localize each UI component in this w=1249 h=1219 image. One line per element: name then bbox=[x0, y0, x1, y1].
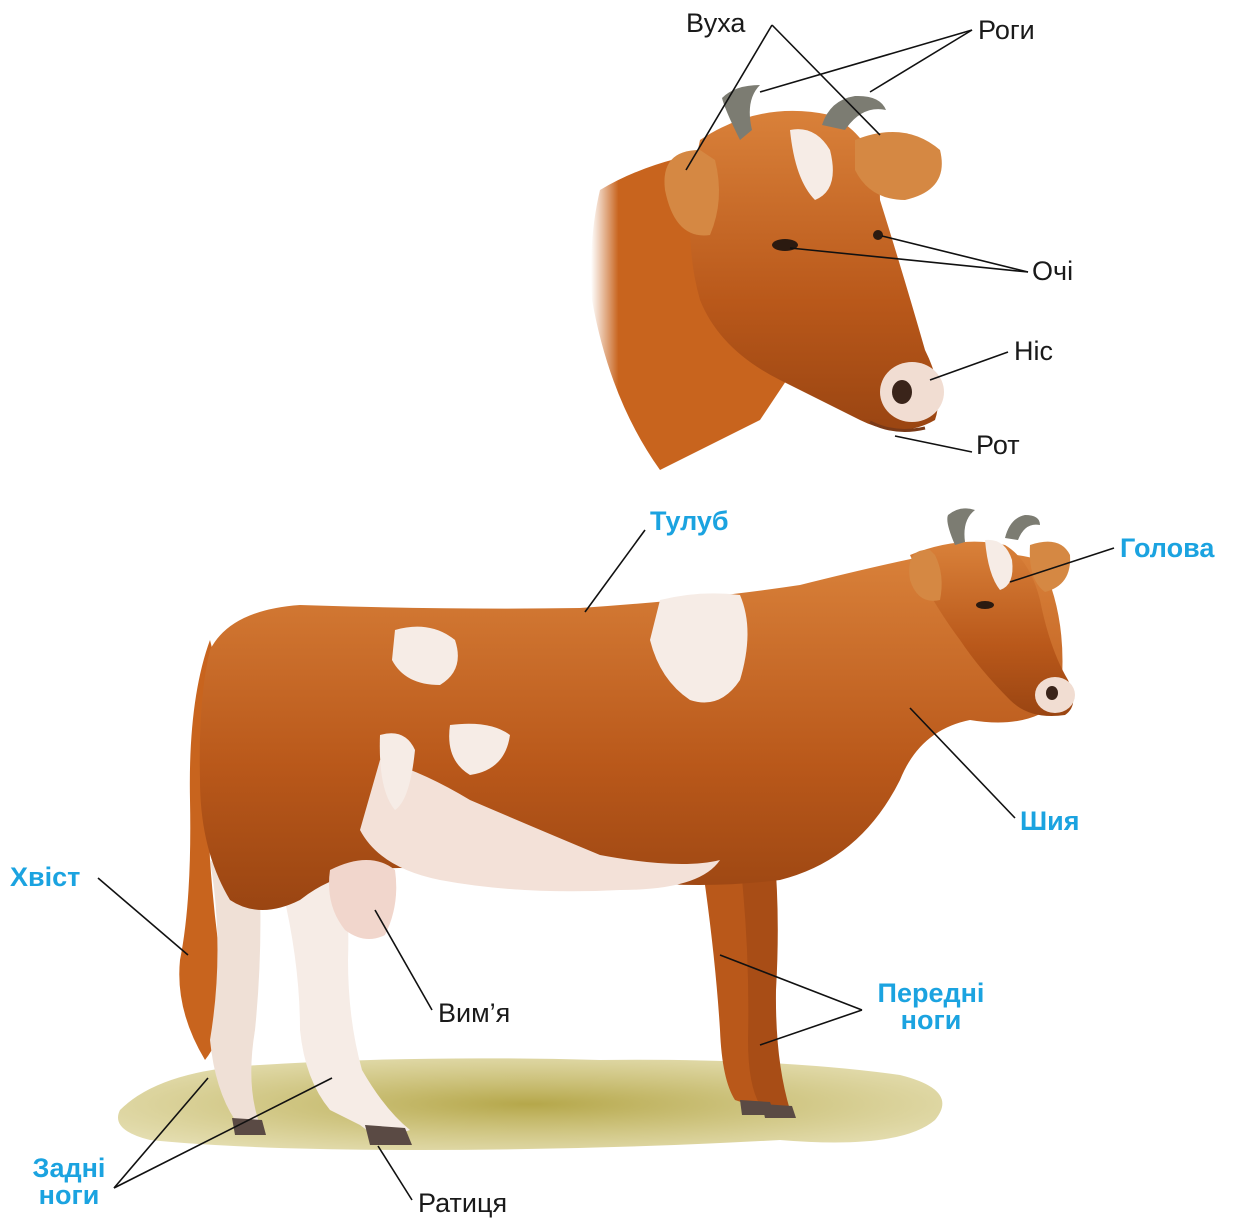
label-horns: Роги bbox=[978, 17, 1035, 44]
label-hind-legs-line1: Задні bbox=[22, 1155, 116, 1182]
label-front-legs: Передні ноги bbox=[866, 980, 996, 1034]
leader-neck bbox=[910, 708, 1015, 818]
leader-udder bbox=[375, 910, 432, 1010]
cow-head-closeup bbox=[591, 85, 944, 470]
cow-horn-left bbox=[947, 508, 975, 545]
leader-tail bbox=[98, 878, 188, 955]
cow-hoof-hind bbox=[365, 1125, 412, 1145]
label-hind-legs-line2: ноги bbox=[22, 1182, 116, 1209]
label-nose: Ніс bbox=[1014, 338, 1053, 365]
cow-hoof-front-far bbox=[762, 1104, 796, 1118]
cow-horn-right bbox=[1005, 515, 1040, 540]
leader-nose bbox=[930, 352, 1008, 380]
label-torso: Тулуб bbox=[650, 508, 729, 535]
label-ears: Вуха bbox=[686, 10, 745, 37]
label-front-legs-line1: Передні bbox=[866, 980, 996, 1007]
cow-full bbox=[118, 508, 1075, 1150]
label-udder: Вим’я bbox=[438, 1000, 510, 1027]
leader-horns-left bbox=[760, 30, 972, 92]
leader-mouth bbox=[895, 436, 972, 452]
label-hind-legs: Задні ноги bbox=[22, 1155, 116, 1209]
label-tail: Хвіст bbox=[10, 864, 80, 891]
label-head: Голова bbox=[1120, 535, 1214, 562]
label-front-legs-line2: ноги bbox=[866, 1007, 996, 1034]
label-mouth: Рот bbox=[976, 432, 1020, 459]
leader-eyes-right bbox=[882, 236, 1028, 272]
head-closeup-right-eye bbox=[873, 230, 883, 240]
label-eyes: Очі bbox=[1032, 258, 1073, 285]
label-hoof: Ратиця bbox=[418, 1190, 507, 1217]
leader-horns-right bbox=[870, 30, 972, 92]
leader-hoof bbox=[378, 1146, 412, 1200]
cow-eye bbox=[976, 601, 994, 609]
leader-torso bbox=[585, 530, 645, 612]
label-neck: Шия bbox=[1020, 808, 1079, 835]
head-closeup-right-horn bbox=[822, 96, 886, 130]
head-closeup-nostril bbox=[892, 380, 912, 404]
cow-nostril bbox=[1046, 686, 1058, 700]
